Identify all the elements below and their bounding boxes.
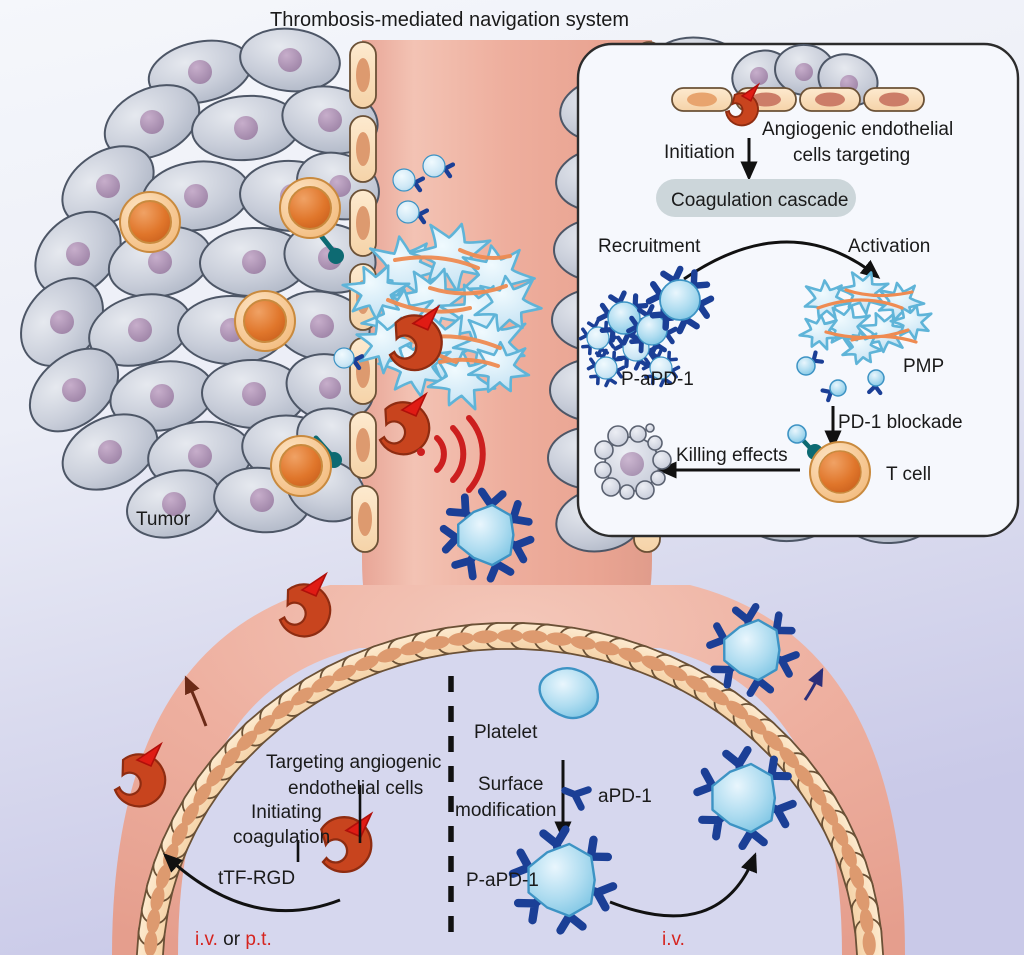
papd1-product [508,825,618,935]
label-papd1: P-aPD-1 [466,870,539,891]
label-ttf-rgd: tTF-RGD [218,868,295,889]
papd1-particle [439,487,535,583]
label-tumor: Tumor [136,509,191,530]
vessel-endothelium-bulb [136,622,884,955]
activated-platelet [341,264,411,321]
label-angiogenic-line1: Angiogenic endothelial [762,119,953,140]
label-left-route: i.v. or p.t. [195,929,272,950]
label-left-route-iv: i.v. [195,929,218,950]
label-platelet: Platelet [474,722,538,743]
label-pmp: PMP [903,356,944,377]
activated-platelet [818,304,871,349]
label-surface-line1: Surface [478,774,543,795]
inset-papd1-swarm [578,265,715,388]
apd1-legend-icon [561,786,592,811]
pmp-microparticle [796,350,825,376]
papd1-particle [706,602,800,698]
label-inset-papd1: P-aPD-1 [621,369,694,390]
label-surface-line2: modification [455,800,556,821]
papd1-particle [626,304,678,356]
text-layer: Thrombosis-mediated navigation system Tu… [136,9,963,950]
label-activation: Activation [848,236,930,257]
label-initiating-line2: coagulation [233,827,330,848]
figure-title: Thrombosis-mediated navigation system [270,9,629,31]
label-targeting-line2: endothelial cells [288,778,423,799]
inset-angiogenic-vessel [671,43,925,127]
inset-tcell [787,424,871,503]
papd1-particle [392,168,426,193]
label-targeting-line1: Targeting angiogenic [266,752,441,773]
papd1-particle [508,825,618,935]
label-right-route: i.v. [662,929,685,950]
papd1-particle [693,745,797,851]
papd1-particle [396,200,430,225]
right-injection-arrow [609,852,757,918]
signal-waves-icon [417,415,486,493]
activated-platelet [798,314,841,351]
label-tcell: T cell [886,464,931,485]
label-left-route-pt: p.t. [245,929,271,950]
pmp-microparticle [867,369,885,396]
inset-free-pmp [796,350,885,403]
left-flow-arrows [184,675,208,727]
papd1-particle [596,290,652,346]
label-pd1-blockade: PD-1 blockade [838,412,963,433]
apd1-antibody-icon [561,786,592,811]
label-initiating-line1: Initiating [251,802,322,823]
label-recruitment: Recruitment [598,236,701,257]
inset-apoptotic-cell [594,423,672,500]
label-left-route-or: or [218,929,245,950]
inset-pmp-cluster [798,271,933,366]
activated-platelet [889,304,933,341]
papd1-particle [333,347,365,371]
papd1-particle [422,154,456,179]
inset-panel [576,42,1020,538]
tcell-group-tumor [119,177,341,497]
platelet-shape [538,667,600,720]
right-flow-arrow [803,667,824,701]
left-injection-arrow [162,852,341,913]
label-angiogenic-line2: cells targeting [793,145,910,166]
label-initiation: Initiation [664,142,735,163]
label-killing-effects: Killing effects [676,445,788,466]
papd1-particles-right-vessel [693,602,800,851]
pmp-microparticle [820,379,847,403]
pmp-particles-tumor [333,154,456,371]
coagulation-cascade-pill [656,179,856,217]
left-leader-lines [296,785,362,862]
label-coagulation-cascade: Coagulation cascade [671,190,848,211]
papd1-particles-in-vessel [439,487,535,583]
label-apd1: aPD-1 [598,786,652,807]
inset-recruitment-activation-arrow [683,240,881,281]
papd1-particle [641,348,681,388]
activated-platelet [426,350,497,411]
papd1-particle [645,265,715,335]
